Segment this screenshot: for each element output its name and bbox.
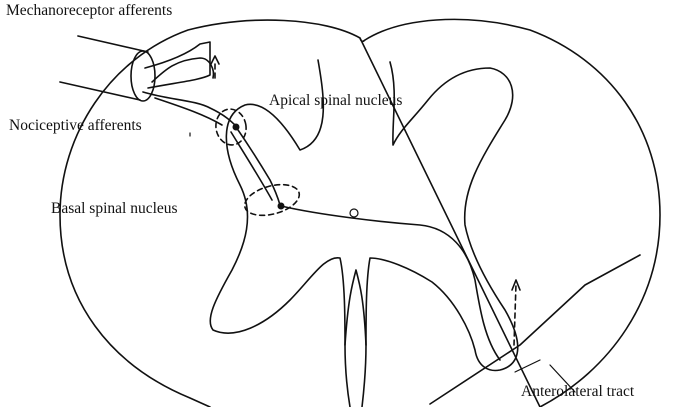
projection-axon xyxy=(281,206,500,360)
mechanoreceptor-arrowhead xyxy=(211,56,219,64)
label-anterolateral: Anterolateral tract xyxy=(521,384,634,400)
label-mechanoreceptor: Mechanoreceptor afferents xyxy=(6,3,172,19)
interneuron-b xyxy=(231,132,272,200)
interneuron xyxy=(236,127,280,205)
label-basal: Basal spinal nucleus xyxy=(51,201,178,217)
central-canal xyxy=(350,209,358,217)
ventral-fissure xyxy=(345,270,366,345)
mechanoreceptor-fiber-loop xyxy=(152,58,213,82)
label-nociceptive: Nociceptive afferents xyxy=(9,118,142,134)
label-apical: Apical spinal nucleus xyxy=(269,93,402,109)
gray-matter-outline xyxy=(210,60,518,407)
anterolateral-boundary xyxy=(430,255,640,404)
